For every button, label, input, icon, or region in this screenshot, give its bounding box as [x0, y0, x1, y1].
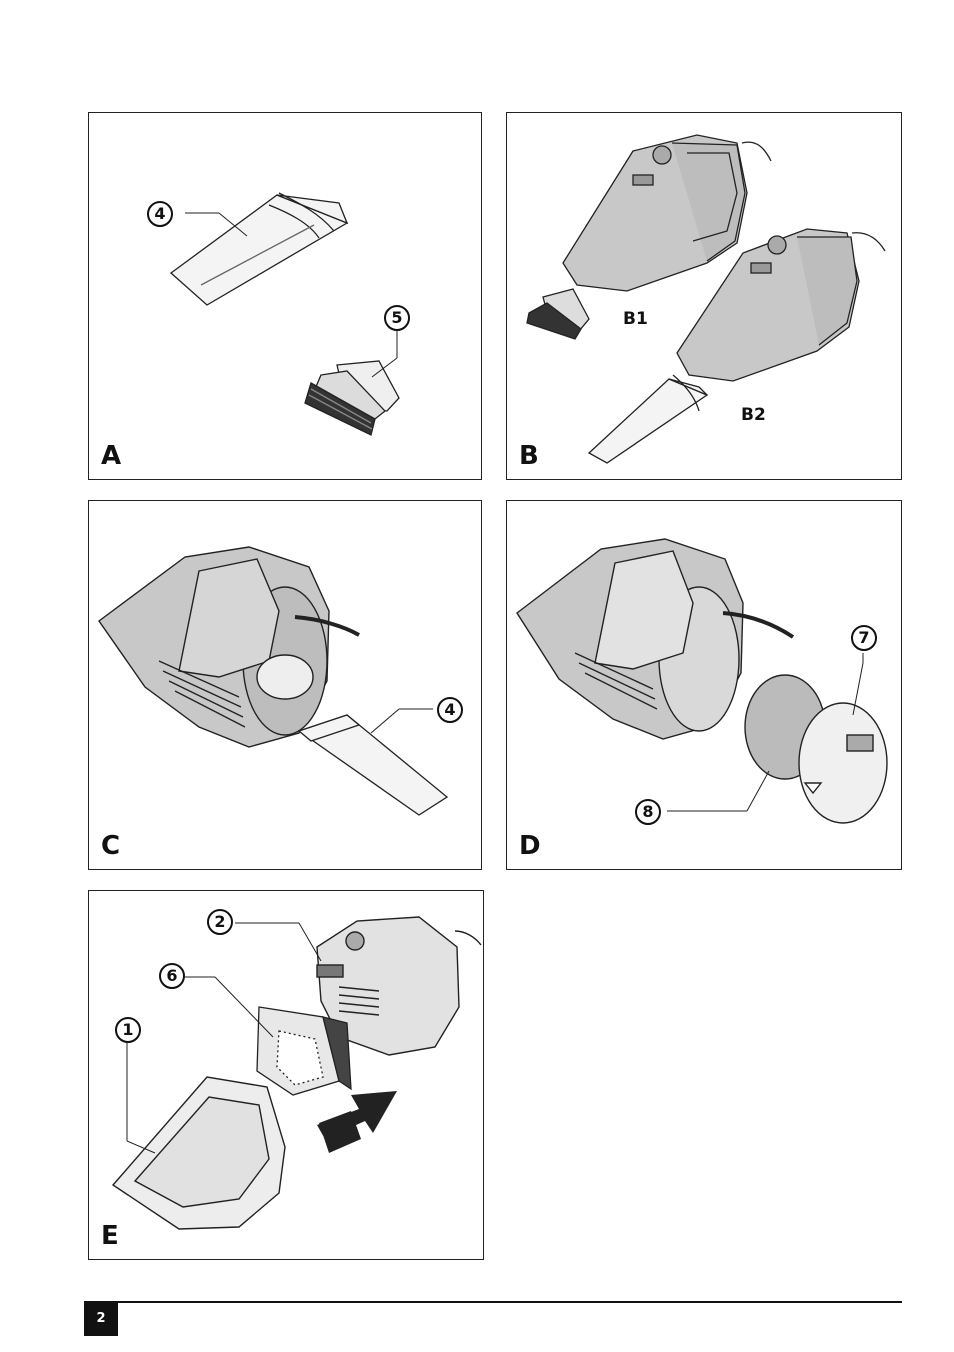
callout-brush-tool: 5 — [384, 305, 410, 331]
panel-letter-a: A — [101, 441, 121, 471]
figure-panel-a: 4 5 A — [88, 112, 482, 480]
figure-panel-b: B1 B2 B — [506, 112, 902, 480]
callout-filter: 6 — [159, 963, 185, 989]
crevice-tool-and-brush-illustration — [89, 113, 483, 481]
crevice-tool-drawing — [171, 193, 347, 305]
callout-release-button: 2 — [207, 909, 233, 935]
vacuum-attachments-illustration — [507, 113, 903, 481]
vacuum-rear-drawing — [99, 547, 359, 747]
figure-panel-c: 4 C — [88, 500, 482, 870]
dust-filter-drawing — [257, 1007, 351, 1095]
stored-crevice-tool-drawing — [299, 715, 447, 815]
footer-rule — [84, 1301, 902, 1303]
callout-filter: 8 — [635, 799, 661, 825]
crevice-on-b2-drawing — [589, 375, 707, 463]
sub-label-b2: B2 — [741, 405, 766, 425]
page-number: 2 — [84, 1302, 118, 1336]
direction-arrow-drawing — [317, 1091, 397, 1153]
figure-panel-d: 7 8 D — [506, 500, 902, 870]
callout-bowl: 1 — [115, 1017, 141, 1043]
brush-tool-drawing — [305, 361, 399, 435]
panel-letter-b: B — [519, 441, 539, 471]
brush-on-b1-drawing — [527, 289, 589, 339]
callout-crevice-tool: 4 — [147, 201, 173, 227]
filter-cover-drawing — [799, 703, 887, 823]
filter-removal-illustration — [507, 501, 903, 871]
sub-label-b1: B1 — [623, 309, 648, 329]
callout-crevice-tool: 4 — [437, 697, 463, 723]
panel-letter-d: D — [519, 831, 541, 861]
panel-letter-e: E — [101, 1221, 119, 1251]
crevice-tool-storage-illustration — [89, 501, 483, 871]
emptying-illustration — [89, 891, 485, 1261]
figure-panel-e: 2 6 1 E — [88, 890, 484, 1260]
dust-bowl-drawing — [113, 1077, 285, 1229]
callout-filter-cover: 7 — [851, 625, 877, 651]
panel-letter-c: C — [101, 831, 120, 861]
